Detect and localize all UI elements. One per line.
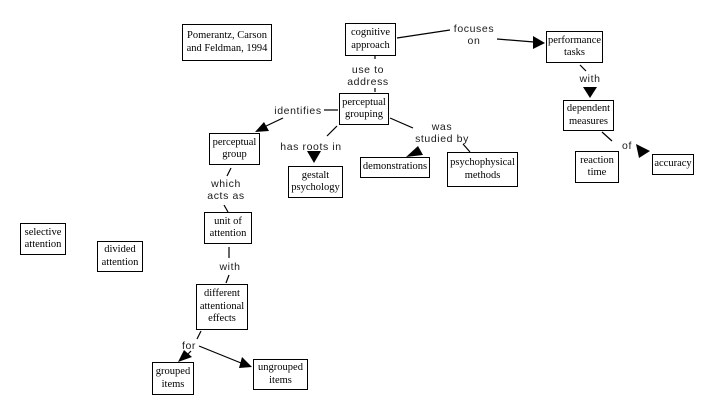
- arrowhead-gestalt-psychology: [307, 151, 321, 163]
- node-gestalt-psychology[interactable]: gestalt psychology: [288, 166, 343, 198]
- node-perceptual-group[interactable]: perceptual group: [209, 133, 260, 165]
- node-reaction-time[interactable]: reaction time: [575, 151, 619, 183]
- node-psychophysical-methods[interactable]: psychophysical methods: [447, 152, 518, 187]
- connector-was-studied-to-psychophysical: [462, 143, 471, 153]
- connector-identifies-to-group: [263, 117, 284, 128]
- connector-focuses-on-to-performance: [496, 38, 535, 43]
- edge-label-with-effects: with: [219, 261, 241, 273]
- connector-grouping-to-was-studied: [389, 117, 414, 129]
- node-unit-of-attention[interactable]: unit of attention: [204, 212, 252, 244]
- node-cognitive-approach[interactable]: cognitive approach: [345, 23, 396, 56]
- arrowhead-grouped-items: [178, 350, 192, 362]
- edge-label-of: of: [622, 140, 632, 152]
- node-perceptual-grouping[interactable]: perceptual grouping: [339, 93, 389, 125]
- connector-performance-to-with: [579, 64, 587, 72]
- edge-label-for: for: [181, 340, 197, 352]
- edge-label-has-roots-in: has roots in: [280, 141, 342, 153]
- edge-label-was-studied-by: was studied by: [415, 121, 469, 145]
- edge-label-focuses-on: focuses on: [453, 23, 495, 47]
- edge-label-with-measures: with: [579, 73, 601, 85]
- node-accuracy[interactable]: accuracy: [652, 154, 694, 175]
- connector-grouping-to-has-roots: [326, 125, 338, 137]
- edge-label-identifies: identifies: [274, 105, 322, 117]
- connector-dependent-to-of: [601, 131, 613, 142]
- node-different-attentional-effects[interactable]: different attentional effects: [196, 284, 248, 330]
- node-citation[interactable]: Pomerantz, Carson and Feldman, 1994: [182, 24, 272, 61]
- connector-with-to-different: [225, 274, 230, 284]
- node-performance-tasks[interactable]: performance tasks: [546, 31, 603, 63]
- node-ungrouped-items[interactable]: ungrouped items: [253, 359, 308, 390]
- arrowhead-perceptual-group: [255, 122, 269, 132]
- node-grouped-items[interactable]: grouped items: [152, 362, 194, 395]
- edge-label-which-acts-as: which acts as: [207, 178, 245, 202]
- connector-different-to-for: [196, 330, 202, 340]
- node-demonstrations[interactable]: demonstrations: [360, 157, 430, 178]
- arrowhead-performance-tasks: [533, 36, 545, 49]
- node-divided-attention[interactable]: divided attention: [97, 241, 143, 272]
- connector-cognitive-to-focuses-on: [396, 29, 451, 39]
- arrowhead-accuracy: [636, 144, 650, 158]
- arrowhead-dependent-measures: [583, 87, 597, 98]
- edge-label-use-to-address: use to address: [347, 64, 389, 88]
- node-selective-attention[interactable]: selective attention: [20, 223, 66, 255]
- connector-group-to-which-acts: [226, 167, 232, 177]
- connector-for-to-ungrouped: [198, 345, 242, 364]
- connector-which-acts-to-unit: [223, 204, 229, 213]
- arrowhead-ungrouped-items: [239, 357, 252, 368]
- node-dependent-measures[interactable]: dependent measures: [563, 100, 614, 131]
- arrowhead-demonstrations: [406, 146, 423, 157]
